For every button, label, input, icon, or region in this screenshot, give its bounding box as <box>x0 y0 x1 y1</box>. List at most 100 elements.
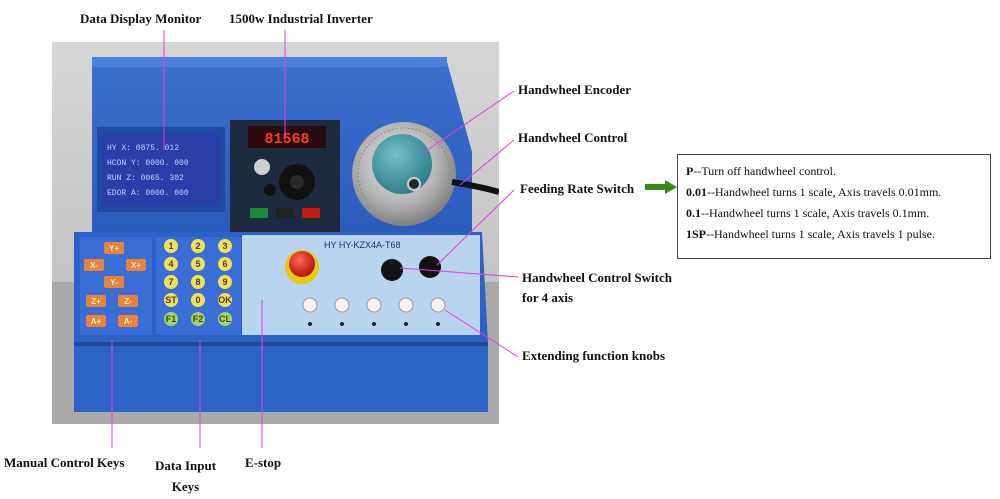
controller-illustration: HY X: 0875. 012 HCON Y: 0000. 000 RUN Z:… <box>52 42 499 424</box>
key-a-minus[interactable] <box>118 315 138 327</box>
key-8-label: 8 <box>195 277 200 287</box>
label-data-display-monitor: Data Display Monitor <box>80 11 202 26</box>
key-5-label: 5 <box>195 259 200 269</box>
lcd-line-3: RUN Z: 0065. 302 <box>107 174 184 183</box>
key-x-minus[interactable] <box>84 259 104 271</box>
pointer-extending-function-knobs <box>444 309 519 358</box>
extending-knob-4[interactable] <box>398 297 414 313</box>
arrow-icon <box>645 180 677 194</box>
legend-item-01: 0.1--Handwheel turns 1 scale, Axis trave… <box>686 206 930 220</box>
extending-led-5 <box>436 322 440 326</box>
key-a-plus-label: A+ <box>91 317 102 326</box>
extending-led-4 <box>404 322 408 326</box>
key-9[interactable] <box>218 275 232 289</box>
inverter-enter-button[interactable] <box>290 175 304 189</box>
inverter-run-button[interactable] <box>250 208 268 218</box>
key-2-label: 2 <box>195 241 200 251</box>
key-2[interactable] <box>191 239 205 253</box>
key-0-label: 0 <box>195 295 200 305</box>
key-y-minus-label: Y- <box>110 278 118 287</box>
lower-body <box>74 342 488 412</box>
key-3-label: 3 <box>222 241 227 251</box>
key-f2-label: F2 <box>193 314 204 324</box>
key-9-label: 9 <box>222 277 227 287</box>
pointer-handwheel-control-switch <box>399 267 519 278</box>
label-data-input-keys-line1: Data Input <box>155 458 217 473</box>
label-handwheel-control-switch: Handwheel Control Switch for 4 axis <box>522 268 672 308</box>
lcd-line-4: EDOR A: 0000. 000 <box>107 189 189 198</box>
key-cl-label: CL <box>219 314 231 324</box>
label-handwheel-control-switch-line2: for 4 axis <box>522 290 574 305</box>
feeding-rate-legend: P--Turn off handwheel control. 0.01--Han… <box>677 154 991 259</box>
key-f1[interactable] <box>164 312 178 326</box>
inverter-mid-button[interactable] <box>276 208 294 218</box>
key-st[interactable] <box>164 293 178 307</box>
pointer-feeding-rate-switch <box>436 189 515 266</box>
key-y-plus-label: Y+ <box>109 244 119 253</box>
extending-led-1 <box>308 322 312 326</box>
lcd-line-1: HY X: 0875. 012 <box>107 144 179 153</box>
housing-top-edge <box>92 57 447 67</box>
key-1-label: 1 <box>168 241 173 251</box>
lcd-screen <box>102 134 220 206</box>
label-handwheel-control: Handwheel Control <box>518 130 628 145</box>
key-7[interactable] <box>164 275 178 289</box>
extending-knob-2[interactable] <box>334 297 350 313</box>
key-x-minus-label: X- <box>90 261 98 270</box>
key-x-plus[interactable] <box>126 259 146 271</box>
key-0[interactable] <box>191 293 205 307</box>
key-y-minus[interactable] <box>104 276 124 288</box>
handwheel-crank[interactable] <box>407 177 421 191</box>
key-z-minus[interactable] <box>118 295 138 307</box>
data-input-keypad: 1 2 3 4 5 6 7 8 9 ST 0 OK F1 F2 <box>156 237 241 335</box>
lcd-line-2: HCON Y: 0000. 000 <box>107 159 189 168</box>
extending-knob-5[interactable] <box>430 297 446 313</box>
inverter-display-value: 81568 <box>264 131 309 148</box>
key-4-label: 4 <box>168 259 173 269</box>
extending-led-3 <box>372 322 376 326</box>
label-extending-function-knobs: Extending function knobs <box>522 348 666 363</box>
extending-led-2 <box>340 322 344 326</box>
inverter-potentiometer[interactable] <box>254 159 270 175</box>
feeding-rate-knob[interactable] <box>381 259 403 281</box>
inverter-func-button[interactable] <box>264 184 276 196</box>
label-estop: E-stop <box>245 455 282 470</box>
legend-item-001: 0.01--Handwheel turns 1 scale, Axis trav… <box>686 185 942 199</box>
key-z-plus[interactable] <box>86 295 106 307</box>
manual-control-keypad: Y+ X- X+ Y- Z+ Z- A+ A- <box>80 237 152 335</box>
axis-select-knob[interactable] <box>419 256 441 278</box>
estop-button[interactable] <box>289 251 315 277</box>
lower-body-edge <box>74 342 488 346</box>
extending-knob-3[interactable] <box>366 297 382 313</box>
key-y-plus[interactable] <box>104 242 124 254</box>
pointer-handwheel-control <box>459 139 515 186</box>
key-4[interactable] <box>164 257 178 271</box>
extending-knob-1[interactable] <box>302 297 318 313</box>
key-ok[interactable] <box>218 293 232 307</box>
key-x-plus-label: X+ <box>131 261 141 270</box>
key-cl[interactable] <box>218 312 232 326</box>
label-manual-control-keys: Manual Control Keys <box>4 455 125 470</box>
inverter-stop-button[interactable] <box>302 208 320 218</box>
label-handwheel-control-switch-line1: Handwheel Control Switch <box>522 270 672 285</box>
key-z-plus-label: Z+ <box>91 297 101 306</box>
key-5[interactable] <box>191 257 205 271</box>
key-a-plus[interactable] <box>86 315 106 327</box>
handwheel-scale <box>357 127 451 221</box>
label-feeding-rate-switch: Feeding Rate Switch <box>520 181 635 196</box>
key-3[interactable] <box>218 239 232 253</box>
key-ok-label: OK <box>218 295 232 305</box>
inverter-display <box>248 126 326 148</box>
key-1[interactable] <box>164 239 178 253</box>
key-z-minus-label: Z- <box>124 297 132 306</box>
label-handwheel-encoder: Handwheel Encoder <box>518 82 632 97</box>
key-st-label: ST <box>165 295 177 305</box>
label-data-input-keys: Data Input Keys <box>155 455 216 497</box>
label-data-input-keys-line2: Keys <box>171 479 200 494</box>
key-6[interactable] <box>218 257 232 271</box>
key-a-minus-label: A- <box>124 317 133 326</box>
key-8[interactable] <box>191 275 205 289</box>
key-6-label: 6 <box>222 259 227 269</box>
key-f2[interactable] <box>191 312 205 326</box>
